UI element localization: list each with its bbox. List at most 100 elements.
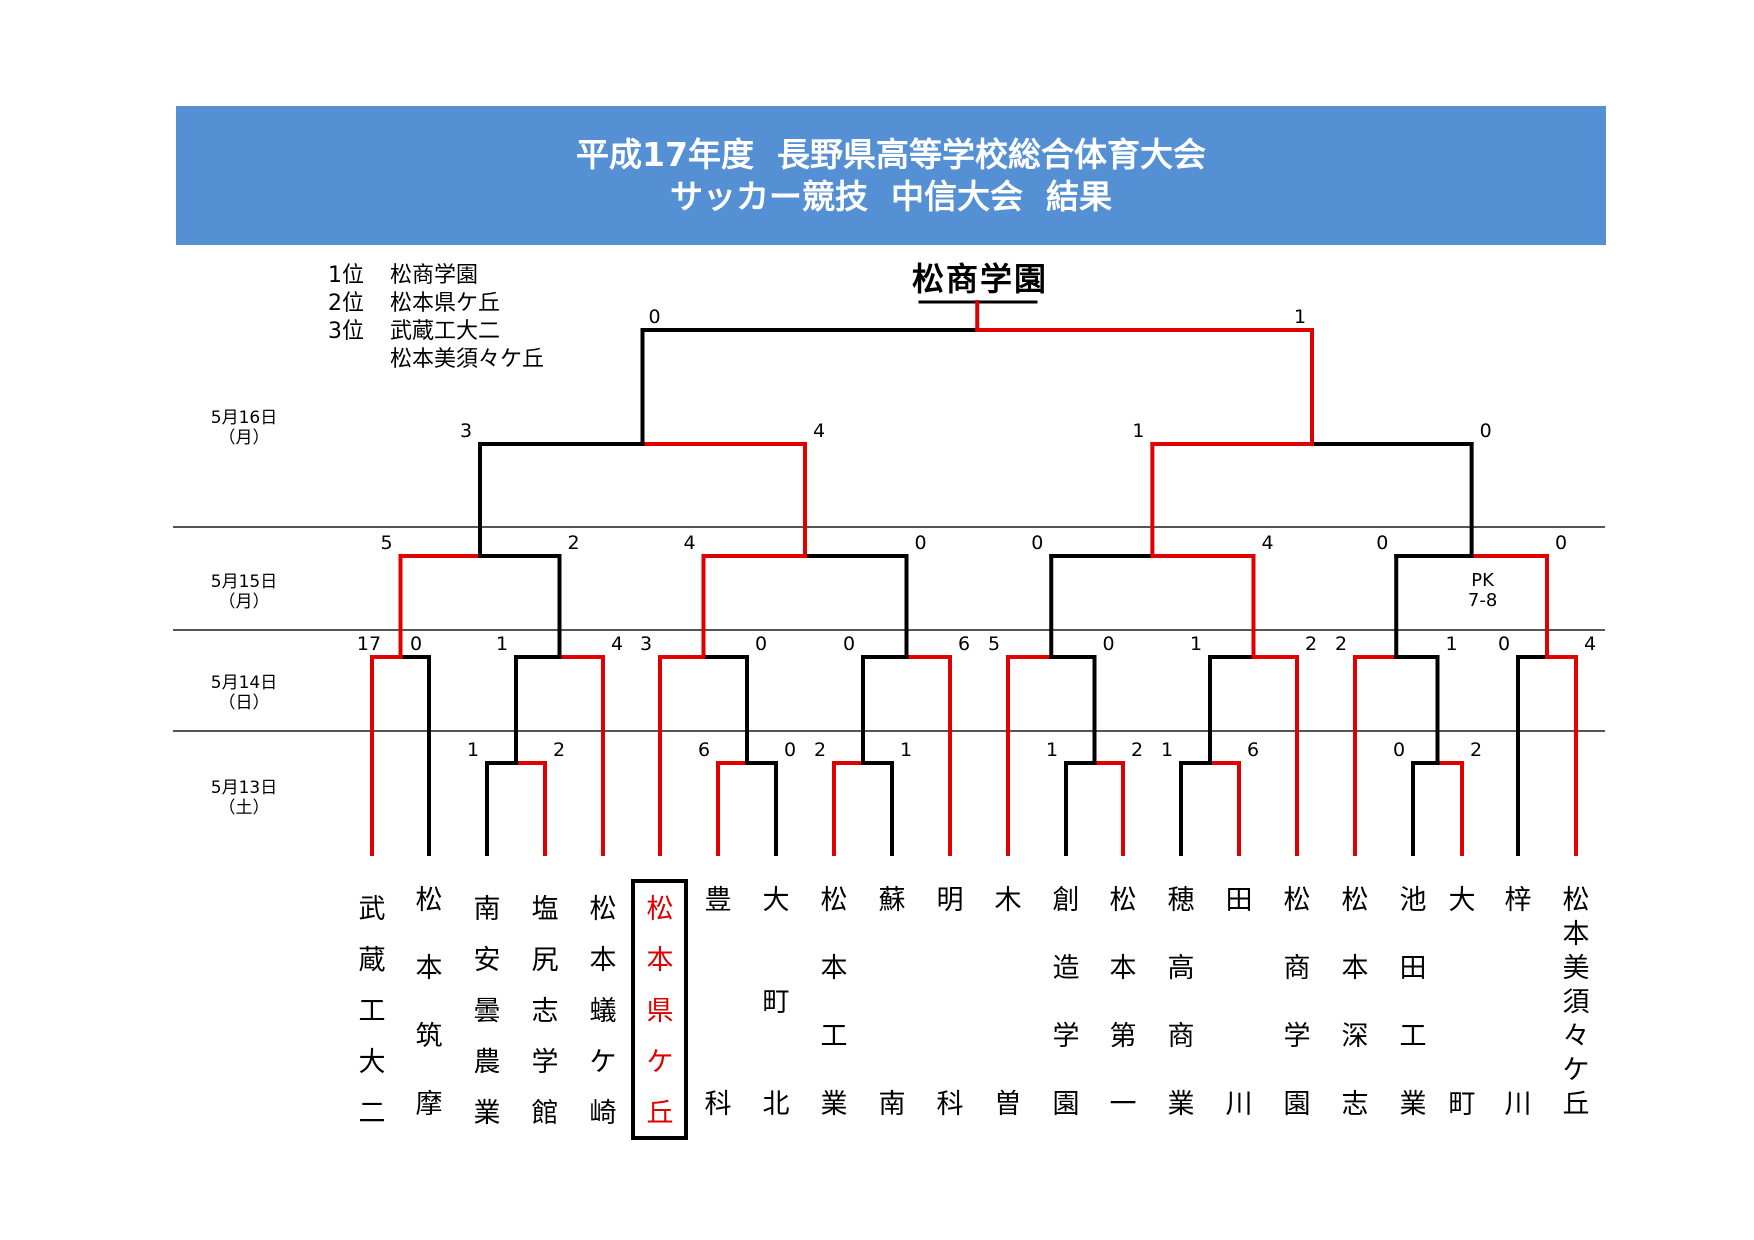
team-name-char (1498, 1054, 1538, 1088)
team-name-char: 高 (1167, 953, 1195, 984)
team-name-char: 川 (1504, 1089, 1532, 1120)
team-name-char (988, 986, 1028, 1020)
date-label: 5月15日 (211, 572, 277, 592)
team-name-char (698, 918, 738, 952)
team-name-char (1277, 986, 1317, 1020)
team-name-char: 穂 (1167, 885, 1195, 916)
team-name-column: 松本県ケ丘 (640, 884, 680, 1139)
team-name-char: 丘 (1562, 1089, 1590, 1120)
team-name-char (1498, 952, 1538, 986)
score-label: 1 (1445, 633, 1457, 655)
team-name-column: 松 本 第 一 (1103, 884, 1143, 1122)
team-name-column: 大 町 (1442, 884, 1482, 1122)
team-name-char: 美 (1562, 953, 1590, 984)
score-label: 4 (813, 420, 825, 442)
team-name-char (698, 1020, 738, 1054)
score-label: 2 (814, 739, 826, 761)
score-label: 3 (460, 420, 472, 442)
team-name-column: 松 本 深 志 (1335, 884, 1375, 1122)
score-label: 4 (1261, 532, 1273, 554)
team-name-char: 松 (1283, 885, 1311, 916)
title-banner: 平成17年度 長野県高等学校総合体育大会 サッカー競技 中信大会 結果 (176, 106, 1606, 245)
team-name-char (1442, 986, 1482, 1020)
team-name-char (930, 952, 970, 986)
team-name-char (872, 952, 912, 986)
team-name-char: 本 (1109, 953, 1137, 984)
team-name-char (1161, 1054, 1201, 1088)
team-name-char: 本 (415, 953, 443, 984)
team-name-char (1046, 986, 1086, 1020)
team-name-char: 館 (531, 1098, 559, 1129)
team-name-column: 塩尻志学館 (525, 884, 565, 1139)
score-label: 0 (914, 532, 926, 554)
score-label: 0 (755, 633, 767, 655)
team-name-char (872, 918, 912, 952)
team-name-char (756, 952, 796, 986)
team-name-char: 町 (1448, 1089, 1476, 1120)
team-name-char (1335, 1054, 1375, 1088)
ranking-row-3b: 松本美須々ケ丘 (328, 346, 544, 374)
pk-label: PK (1471, 570, 1495, 591)
score-label: 0 (1480, 420, 1492, 442)
score-label: 4 (611, 633, 623, 655)
ranking-row-3: 3位 武蔵工大二 (328, 318, 544, 346)
score-label: 1 (1190, 633, 1202, 655)
score-label: 1 (1046, 739, 1058, 761)
team-name-char: 尻 (531, 945, 559, 976)
score-label: 0 (1102, 633, 1114, 655)
score-label: 0 (1393, 739, 1405, 761)
team-name-char: 須 (1562, 987, 1590, 1018)
team-name-char: 工 (1399, 1021, 1427, 1052)
team-name-char (814, 918, 854, 952)
score-label: 0 (410, 633, 422, 655)
team-name-char: 松 (646, 894, 674, 925)
team-name-char (1046, 918, 1086, 952)
team-name-char (1442, 1054, 1482, 1088)
team-name-char: 塩 (531, 894, 559, 925)
team-name-char: ケ (1562, 1055, 1590, 1086)
score-label: 2 (553, 739, 565, 761)
team-name-char (698, 1054, 738, 1088)
team-name-char: 商 (1283, 953, 1311, 984)
team-name-char (1498, 986, 1538, 1020)
team-name-char: 工 (358, 996, 386, 1027)
team-name-char: 県 (646, 996, 674, 1027)
team-name-char: 志 (531, 996, 559, 1027)
team-name-char: 業 (1399, 1089, 1427, 1120)
team-name-char: 二 (358, 1098, 386, 1129)
team-name-char: 曇 (473, 996, 501, 1027)
team-name-column: 田 川 (1219, 884, 1259, 1122)
team-name-char: 園 (1052, 1089, 1080, 1120)
team-name-char (1219, 1054, 1259, 1088)
team-name-column: 梓 川 (1498, 884, 1538, 1122)
team-name-char: 安 (473, 945, 501, 976)
team-name-char: 丘 (646, 1098, 674, 1129)
team-name-column: 穂 高 商 業 (1161, 884, 1201, 1122)
score-label: 0 (1031, 532, 1043, 554)
team-name-char: 松 (589, 894, 617, 925)
team-name-char (1161, 986, 1201, 1020)
score-label: 0 (1555, 532, 1567, 554)
team-name-char (409, 986, 449, 1020)
score-label: 1 (1294, 306, 1306, 328)
team-name-char: 川 (1225, 1089, 1253, 1120)
score-label: 1 (496, 633, 508, 655)
team-name-char: 豊 (704, 885, 732, 916)
team-name-char: 大 (1448, 885, 1476, 916)
team-name-char: 武 (358, 894, 386, 925)
team-name-char: 業 (473, 1098, 501, 1129)
team-name-char: 町 (762, 987, 790, 1018)
team-name-char: 蟻 (589, 996, 617, 1027)
team-name-char (756, 1020, 796, 1054)
team-name-char (1161, 918, 1201, 952)
date-label: 5月13日 (211, 778, 277, 798)
team-name-char (872, 986, 912, 1020)
team-name-char (1393, 918, 1433, 952)
team-name-char: 業 (1167, 1089, 1195, 1120)
team-name-char: 曽 (994, 1089, 1022, 1120)
team-name-char: 大 (762, 885, 790, 916)
team-name-char: 工 (820, 1021, 848, 1052)
ranking-row-1: 1位 松商学園 (328, 262, 544, 290)
team-name-char: 南 (473, 894, 501, 925)
team-name-char: ケ (646, 1047, 674, 1078)
